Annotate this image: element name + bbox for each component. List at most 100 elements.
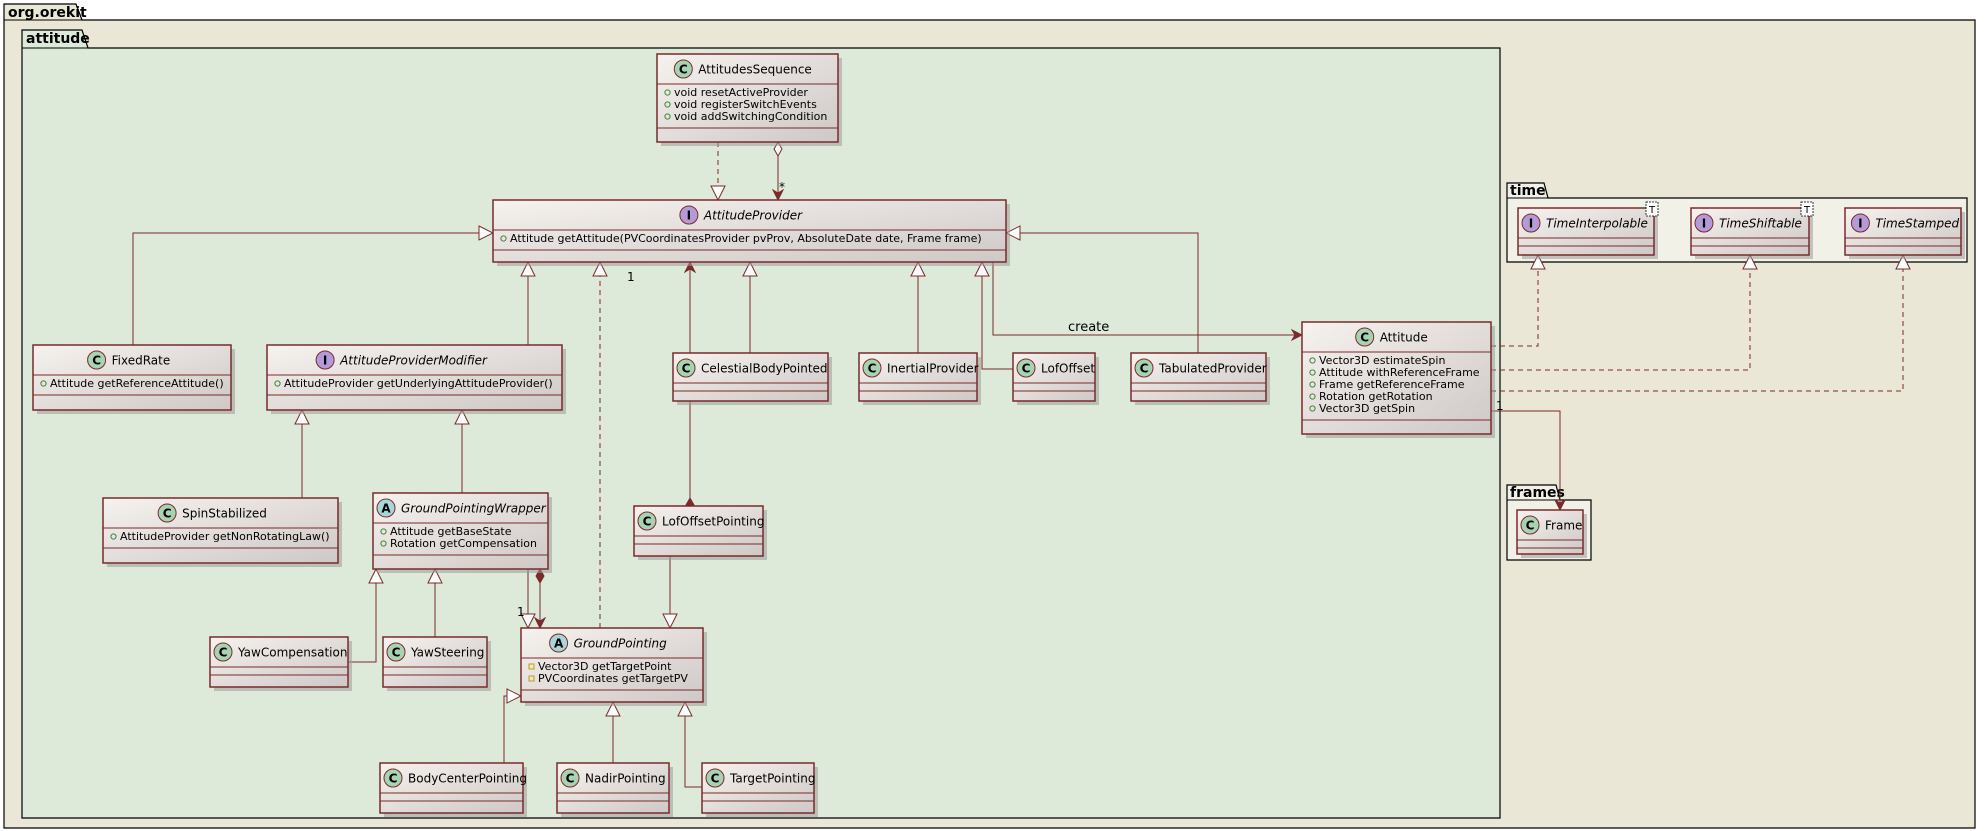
class-box	[102, 497, 339, 564]
class-kind-glyph: C	[392, 646, 401, 660]
class-box	[372, 492, 549, 570]
class-kind-glyph: C	[163, 507, 172, 521]
class-kind-glyph: C	[219, 646, 228, 660]
class-kind-icon	[1134, 358, 1154, 378]
class-target-pointing: C TargetPointing	[701, 762, 818, 817]
class-member: AttitudeProvider getUnderlyingAttitudePr…	[284, 377, 553, 390]
class-kind-icon	[862, 358, 882, 378]
class-name: TabulatedProvider	[1158, 362, 1267, 376]
class-kind-glyph: C	[711, 772, 720, 786]
class-member: AttitudeProvider getNonRotatingLaw()	[120, 530, 330, 543]
edge-attitude-realizes-timestamped	[1491, 255, 1903, 392]
multiplicity-one-provider: 1	[627, 270, 635, 284]
class-name: AttitudeProviderModifier	[339, 354, 488, 368]
class-kind-icon	[1694, 213, 1714, 233]
class-name: GroundPointingWrapper	[401, 502, 547, 516]
class-kind-glyph: I	[1529, 217, 1533, 231]
class-kind-glyph: I	[1858, 217, 1862, 231]
class-box	[656, 53, 839, 143]
class-box	[1130, 352, 1267, 402]
class-name: LofOffset	[1041, 362, 1095, 376]
class-kind-glyph: C	[566, 772, 575, 786]
class-kind-glyph: C	[679, 63, 688, 77]
class-name: YawCompensation	[237, 646, 347, 660]
class-kind-icon	[705, 768, 725, 788]
class-name: FixedRate	[112, 354, 171, 368]
package-label-org-orekit: org.orekit	[8, 5, 87, 21]
visibility-public-icon	[1309, 369, 1316, 376]
class-kind-icon	[1520, 515, 1540, 535]
class-member: Frame getReferenceFrame	[1319, 378, 1465, 391]
class-kind-glyph: I	[323, 354, 327, 368]
edge-fixedrate-realizes-attitudeprovider	[132, 233, 493, 345]
edge-lofoffset-realizes-attitudeprovider	[982, 262, 1013, 370]
class-kind-glyph: A	[554, 637, 564, 651]
template-param-box	[1800, 201, 1814, 217]
visibility-public-icon	[40, 380, 47, 387]
visibility-public-icon	[1309, 405, 1316, 412]
class-kind-glyph: C	[92, 354, 101, 368]
visibility-public-icon	[664, 89, 671, 96]
class-kind-icon	[676, 358, 696, 378]
class-kind-icon	[1521, 213, 1541, 233]
class-member: Attitude getReferenceAttitude()	[50, 377, 224, 390]
edge-bodycenterpointing-extends-groundpointing	[503, 696, 521, 763]
visibility-public-icon	[380, 540, 387, 547]
class-member: Vector3D getSpin	[1319, 402, 1415, 415]
class-kind-glyph: I	[1702, 217, 1706, 231]
class-member: void registerSwitchEvents	[674, 98, 817, 111]
class-kind-glyph: I	[687, 209, 691, 223]
class-box	[1690, 207, 1810, 256]
class-box	[1517, 207, 1655, 256]
class-box	[1301, 321, 1492, 435]
edge-attitude-realizes-timeshiftable	[1491, 255, 1750, 371]
template-param: T	[1803, 205, 1811, 216]
edge-attitude-realizes-timeinterpolable	[1491, 255, 1538, 347]
package-label-time: time	[1510, 183, 1546, 199]
class-kind-icon	[386, 642, 406, 662]
class-name: Frame	[1545, 519, 1582, 533]
class-name: TimeStamped	[1875, 217, 1959, 231]
edge-attitude-references-frame	[1491, 410, 1560, 510]
class-kind-glyph: C	[682, 362, 691, 376]
template-param-box	[1645, 201, 1659, 217]
template-param: T	[1648, 205, 1656, 216]
class-name: NadirPointing	[585, 772, 666, 786]
class-kind-icon	[376, 498, 396, 518]
package-label-frames: frames	[1510, 485, 1565, 501]
multiplicity-one-groundpointing: 1	[517, 605, 525, 619]
class-name: TimeInterpolable	[1546, 217, 1648, 231]
class-member: Vector3D getTargetPoint	[538, 660, 672, 673]
visibility-public-icon	[1309, 393, 1316, 400]
class-name: AttitudeProvider	[703, 209, 803, 223]
class-member: Rotation getCompensation	[390, 537, 537, 550]
class-name: TimeShiftable	[1719, 217, 1802, 231]
visibility-public-icon	[500, 235, 507, 242]
visibility-public-icon	[664, 113, 671, 120]
visibility-public-icon	[1309, 357, 1316, 364]
class-kind-icon	[1355, 327, 1375, 347]
visibility-public-icon	[664, 101, 671, 108]
class-kind-icon	[673, 59, 693, 79]
class-name: TargetPointing	[729, 772, 815, 786]
class-member: PVCoordinates getTargetPV	[538, 672, 688, 685]
class-name: BodyCenterPointing	[408, 772, 527, 786]
class-box	[379, 762, 524, 814]
class-box	[209, 636, 349, 688]
class-member: Attitude withReferenceFrame	[1319, 366, 1480, 379]
class-kind-icon	[560, 768, 580, 788]
class-member: Rotation getRotation	[1319, 390, 1433, 403]
class-yaw-compensation: C YawCompensation	[209, 636, 352, 691]
class-name: SpinStabilized	[182, 507, 267, 521]
